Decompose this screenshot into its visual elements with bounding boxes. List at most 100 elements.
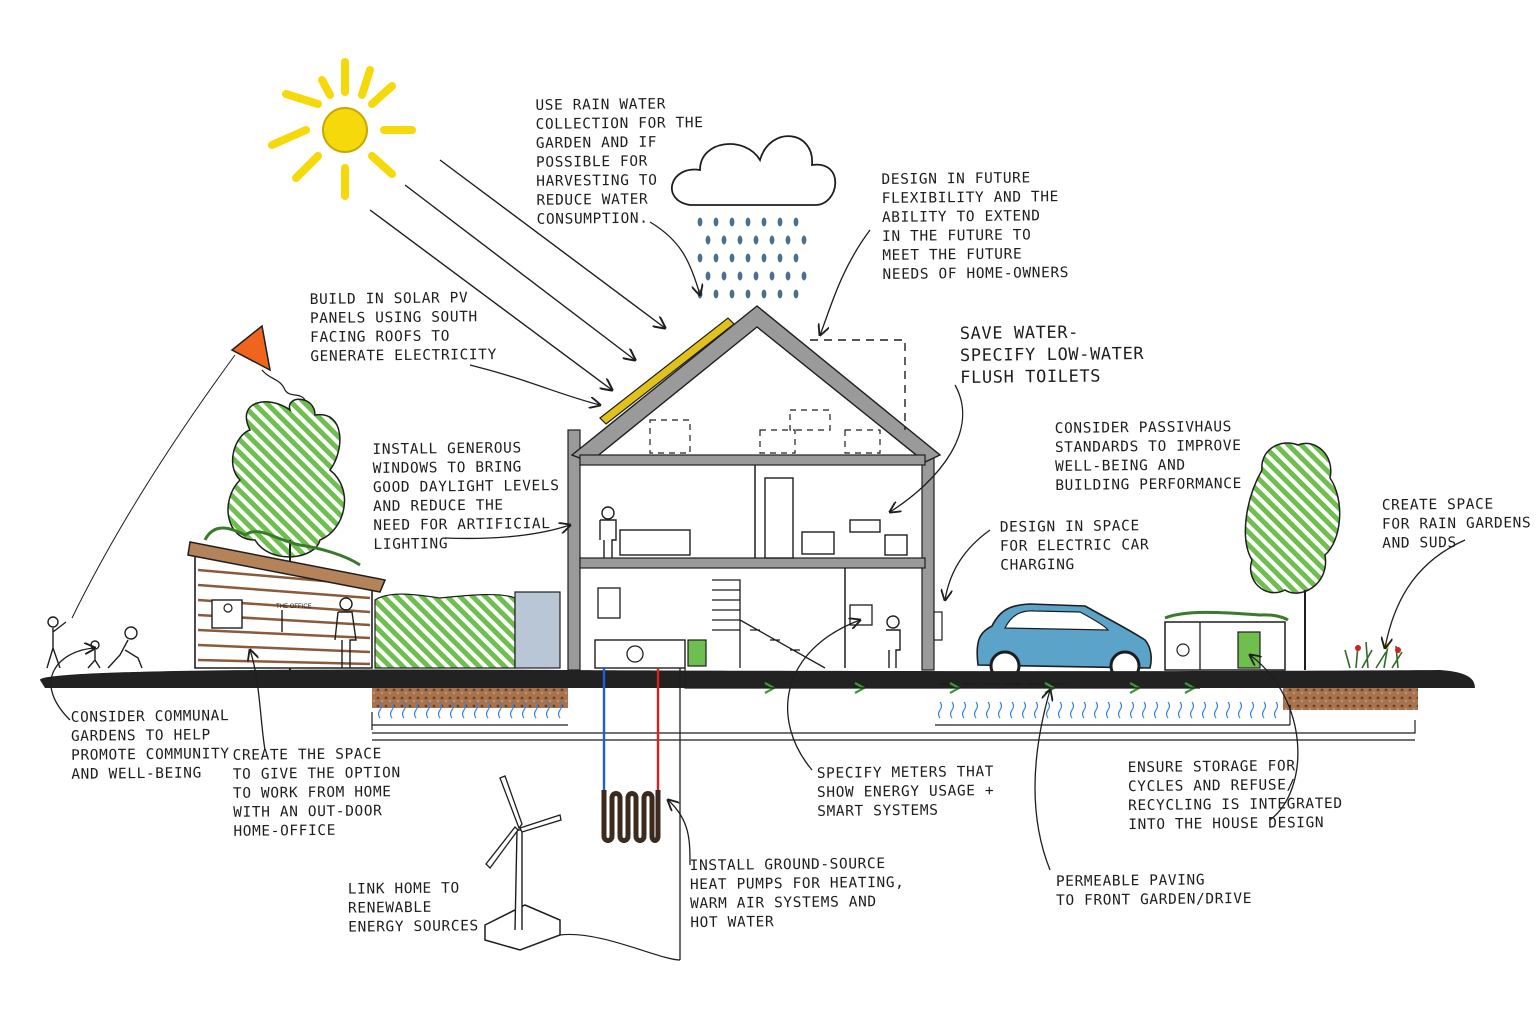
water-wave xyxy=(497,701,503,719)
water-wave xyxy=(425,701,431,719)
note-meters: SPECIFY METERS THAT SHOW ENERGY USAGE + … xyxy=(816,764,995,820)
rain-drop xyxy=(729,217,735,227)
note-windows: INSTALL GENEROUS WINDOWS TO BRING GOOD D… xyxy=(372,440,560,553)
rain-drop xyxy=(729,253,735,263)
water-wave xyxy=(985,701,991,719)
rain-drop xyxy=(777,253,783,263)
water-wave xyxy=(389,701,395,719)
note-renewable: LINK HOME TO RENEWABLE ENERGY SOURCES xyxy=(347,880,479,936)
solar-panel xyxy=(599,317,735,425)
rain-drop xyxy=(761,217,767,227)
water-wave xyxy=(1273,701,1279,719)
water-wave xyxy=(1153,701,1159,719)
rain-drop xyxy=(801,271,807,281)
water-wave xyxy=(461,701,467,719)
water-wave xyxy=(1057,701,1063,719)
water-wave xyxy=(1105,701,1111,719)
rain-drop xyxy=(705,271,711,281)
water-wave xyxy=(1177,701,1183,719)
cycle-refuse-store xyxy=(1164,610,1289,671)
rain-drop xyxy=(777,289,783,299)
water-wave xyxy=(557,701,563,719)
rain-drop xyxy=(761,253,767,263)
rain-icon xyxy=(697,217,807,299)
drainage-trench xyxy=(371,705,1416,741)
electric-car xyxy=(976,603,1152,682)
rain-drop xyxy=(769,271,775,281)
water-wave xyxy=(1141,701,1147,719)
note-ground-source: INSTALL GROUND-SOURCE HEAT PUMPS FOR HEA… xyxy=(689,856,905,932)
ev-charger-icon xyxy=(933,611,943,641)
water-wave xyxy=(401,701,407,719)
note-ev-charging: DESIGN IN SPACE FOR ELECTRIC CAR CHARGIN… xyxy=(999,518,1150,574)
rain-drop xyxy=(721,235,727,245)
water-wave xyxy=(997,701,1003,719)
water-wave xyxy=(1093,701,1099,719)
rain-drop xyxy=(745,253,751,263)
note-future-flexibility: DESIGN IN FUTURE FLEXIBILITY AND THE ABI… xyxy=(881,170,1070,283)
note-solar-pv: BUILD IN SOLAR PV PANELS USING SOUTH FAC… xyxy=(309,290,497,365)
people-group-left xyxy=(46,616,143,669)
leader-lines xyxy=(50,221,1466,871)
water-wave xyxy=(545,701,551,719)
water-wave xyxy=(533,701,539,719)
kite-icon xyxy=(71,324,306,619)
water-wave xyxy=(1045,701,1051,719)
rain-drop xyxy=(793,289,799,299)
rain-drop xyxy=(753,235,759,245)
note-communal-gardens: CONSIDER COMMUNAL GARDENS TO HELP PROMOT… xyxy=(70,708,230,783)
rain-drop xyxy=(785,271,791,281)
rain-drop xyxy=(729,289,735,299)
water-wave xyxy=(1081,701,1087,719)
water-wave xyxy=(437,701,443,719)
note-save-water: SAVE WATER- SPECIFY LOW-WATER FLUSH TOIL… xyxy=(959,322,1145,388)
ground-source-heat-pump xyxy=(601,668,681,960)
sun-ray-arrows xyxy=(369,159,665,390)
water-wave xyxy=(1225,701,1231,719)
home-office-building xyxy=(187,526,387,669)
rain-drop xyxy=(769,235,775,245)
soil-bed-right xyxy=(1283,688,1418,710)
rain-drop xyxy=(713,253,719,263)
water-wave xyxy=(1165,701,1171,719)
hedge xyxy=(374,591,561,669)
water-wave xyxy=(1129,701,1135,719)
wind-turbine-icon xyxy=(484,775,681,961)
water-wave xyxy=(949,701,955,719)
energy-flow-line xyxy=(684,668,1200,689)
rain-drop xyxy=(777,217,783,227)
rain-drop xyxy=(793,253,799,263)
rain-garden-plants xyxy=(1344,641,1403,669)
rain-drop xyxy=(753,271,759,281)
water-wave xyxy=(973,701,979,719)
water-wave xyxy=(961,701,967,719)
water-wave xyxy=(1033,701,1039,719)
water-wave xyxy=(1069,701,1075,719)
water-wave xyxy=(1237,701,1243,719)
rain-drop xyxy=(737,235,743,245)
rain-drop xyxy=(721,271,727,281)
water-wave xyxy=(449,701,455,719)
note-storage: ENSURE STORAGE FOR CYCLES AND REFUSE/ RE… xyxy=(1127,758,1343,834)
water-butt xyxy=(514,591,561,669)
note-rain-gardens: CREATE SPACE FOR RAIN GARDENS AND SUDS xyxy=(1381,496,1532,552)
rain-drop xyxy=(785,235,791,245)
water-wave xyxy=(521,701,527,719)
water-wave xyxy=(1117,701,1123,719)
ground-line xyxy=(40,669,1475,688)
right-tree xyxy=(1244,442,1341,670)
soil-bed-left xyxy=(372,688,568,708)
water-wave xyxy=(1189,701,1195,719)
office-sign: THE OFFICE xyxy=(276,604,312,610)
rain-drop xyxy=(801,235,807,245)
note-rainwater: USE RAIN WATER COLLECTION FOR THE GARDEN… xyxy=(535,96,704,228)
water-wave xyxy=(1261,701,1267,719)
water-wave xyxy=(1021,701,1027,719)
rain-drop xyxy=(793,217,799,227)
water-wave xyxy=(1213,701,1219,719)
sun-icon xyxy=(268,58,416,200)
note-passivhaus: CONSIDER PASSIVHAUS STANDARDS TO IMPROVE… xyxy=(1054,419,1242,494)
water-wave xyxy=(509,701,515,719)
water-wave xyxy=(377,701,383,719)
